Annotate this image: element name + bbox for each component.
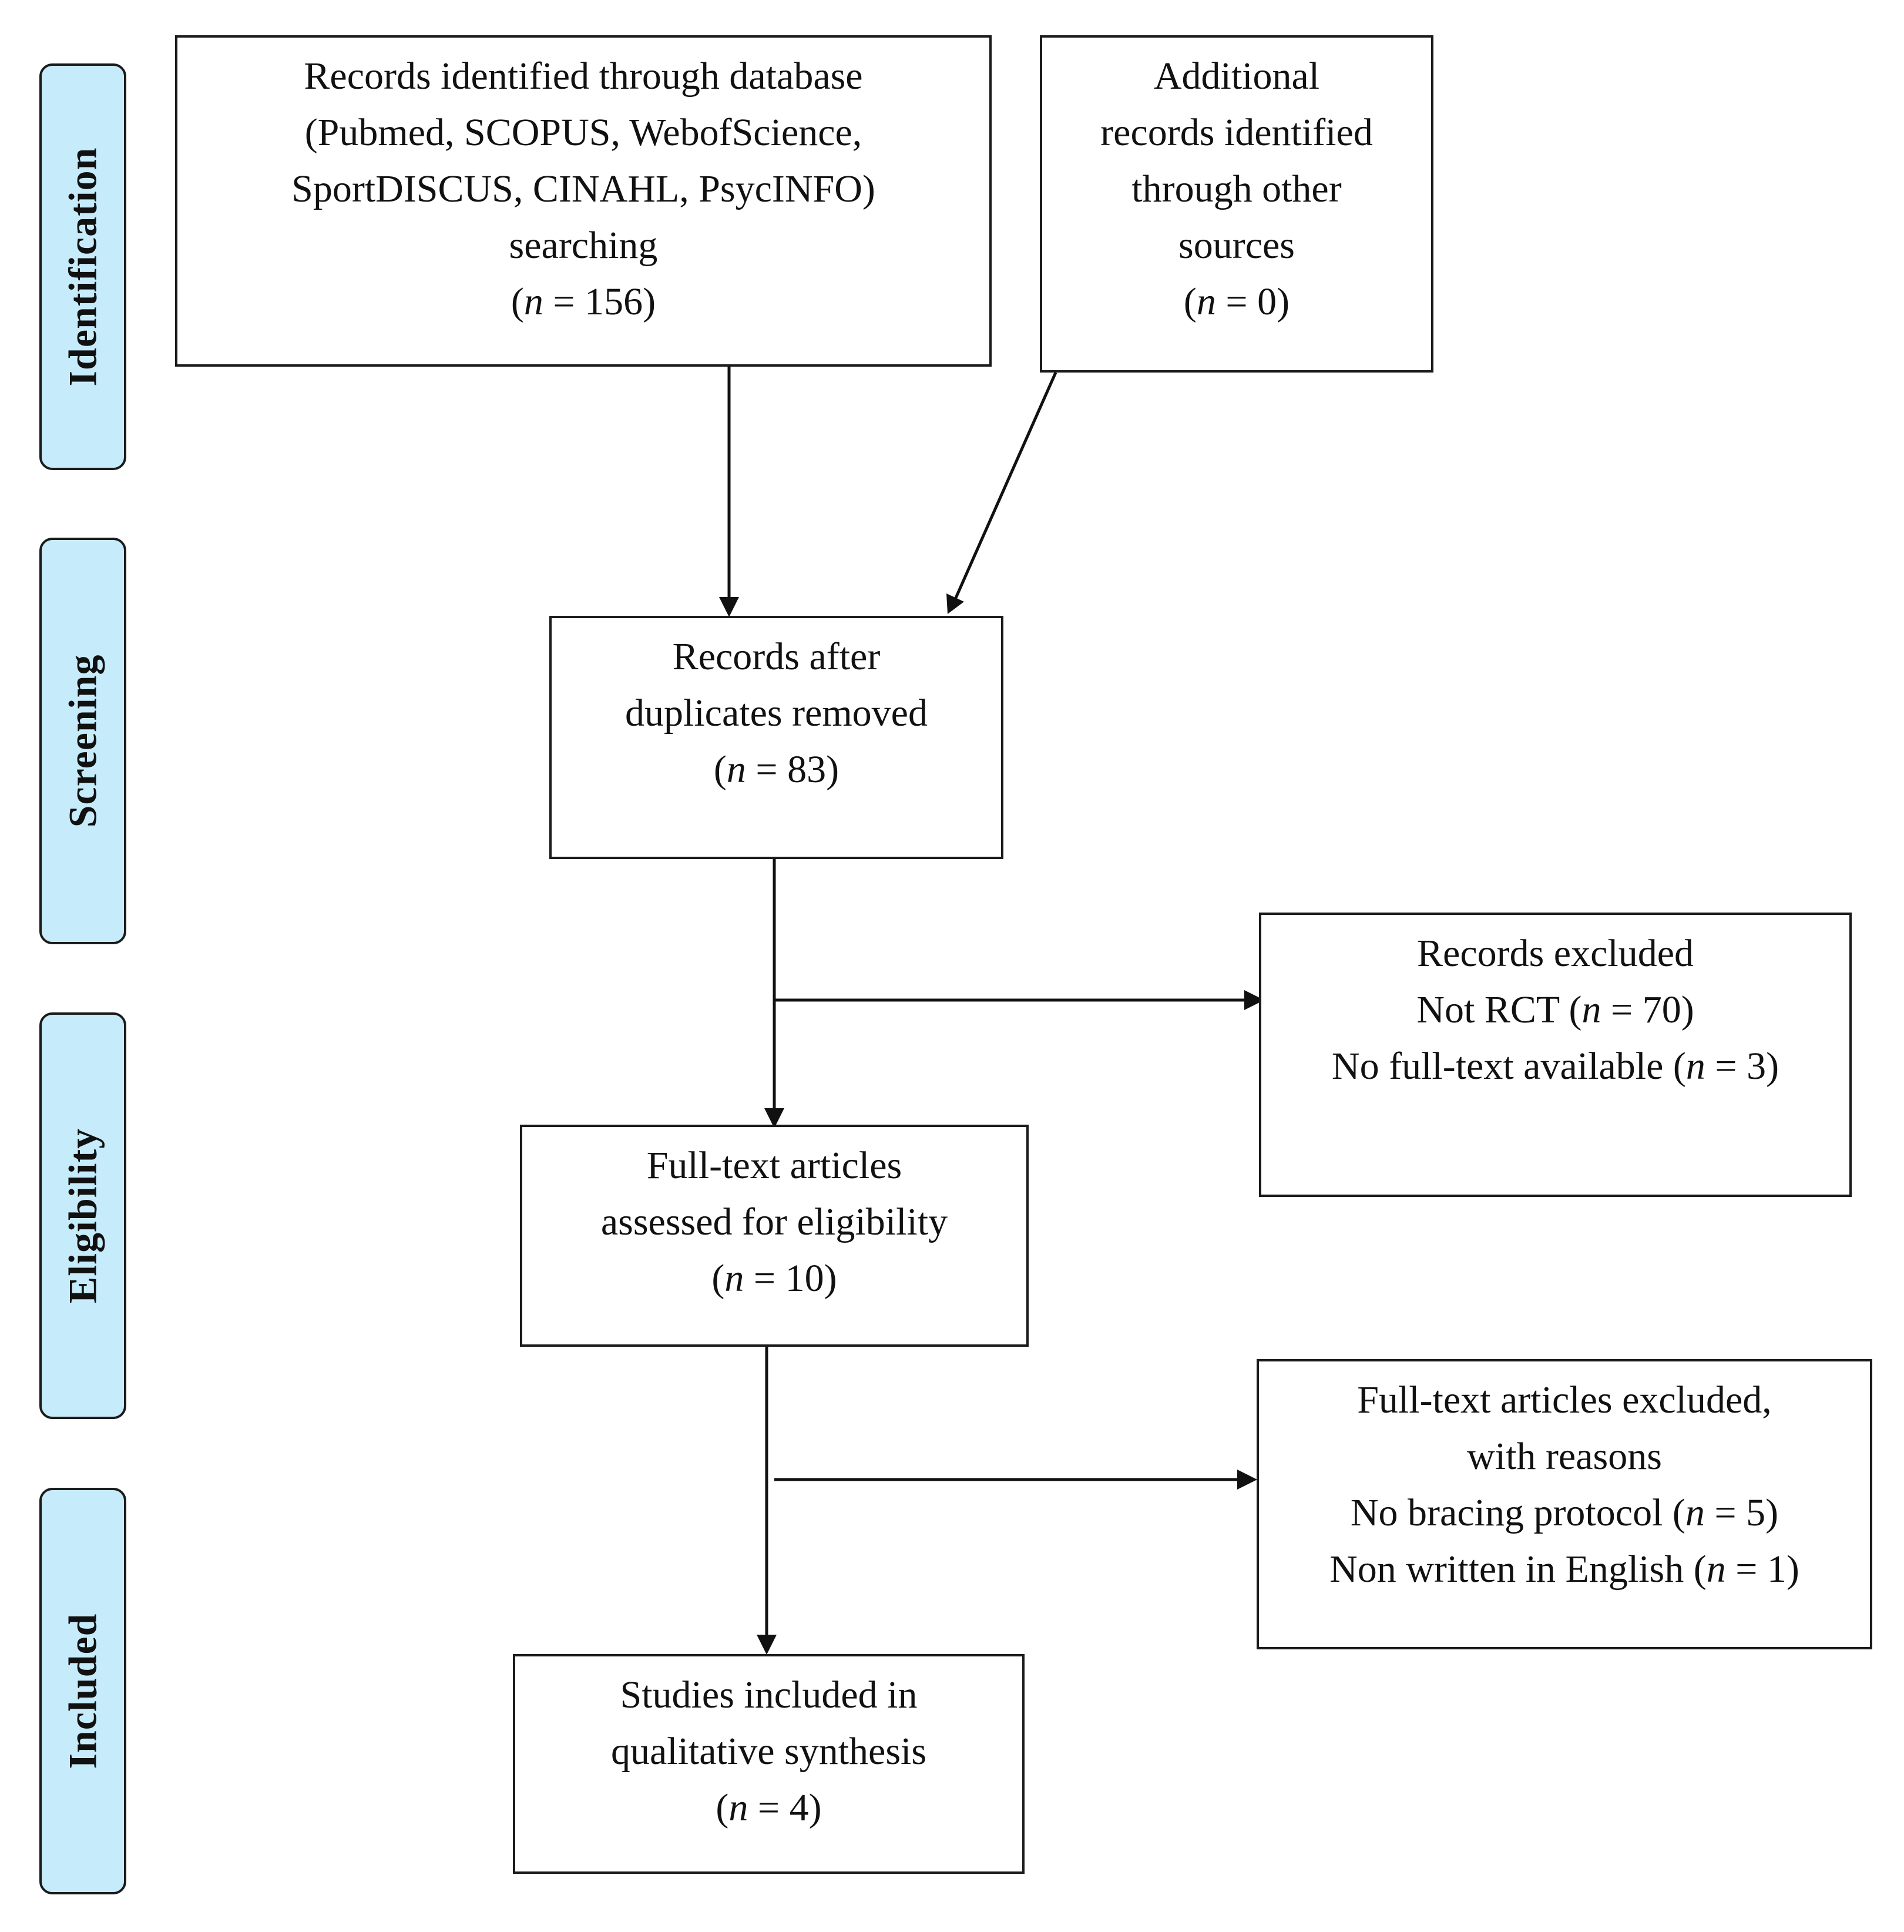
node-after-duplicates: Records after duplicates removed (n = 83…	[549, 616, 1003, 859]
arrow-other-to-duplicates	[953, 371, 1057, 602]
exclusion-reason: No full-text available (n = 3)	[1331, 1045, 1779, 1088]
node-text-line: Full-text articles	[646, 1144, 902, 1187]
node-records-excluded: Records excluded Not RCT (n = 70) No ful…	[1259, 913, 1852, 1197]
node-count: (n = 10)	[711, 1257, 837, 1300]
node-text-line: SportDISCUS, CINAHL, PsycINFO)	[291, 167, 875, 210]
node-text-line: assessed for eligibility	[600, 1200, 948, 1243]
arrowhead-other-to-duplicates	[946, 593, 964, 614]
node-text-line: through other	[1131, 167, 1342, 210]
phase-screening: Screening	[39, 538, 126, 944]
node-count: (n = 156)	[511, 280, 656, 323]
node-text-line: searching	[509, 224, 658, 267]
node-text-line: Records excluded	[1417, 932, 1694, 975]
node-text-line: sources	[1178, 224, 1295, 267]
node-text-line: records identified	[1100, 111, 1373, 154]
phase-identification-label: Identification	[60, 147, 105, 387]
node-count: (n = 4)	[716, 1786, 822, 1829]
exclusion-reason: Non written in English (n = 1)	[1329, 1548, 1799, 1591]
node-studies-included: Studies included in qualitative synthesi…	[513, 1654, 1025, 1874]
exclusion-reason: No bracing protocol (n = 5)	[1350, 1491, 1779, 1534]
arrowhead-database-to-duplicates	[719, 597, 739, 617]
phase-included: Included	[39, 1488, 126, 1894]
arrowhead-duplicates-to-assessed	[764, 1108, 784, 1128]
node-text-line: Studies included in	[620, 1673, 918, 1716]
arrowhead-assessed-to-included	[757, 1635, 777, 1655]
node-text-line: Records identified through database	[304, 55, 863, 98]
node-text-line: (Pubmed, SCOPUS, WebofScience,	[304, 111, 862, 154]
phase-eligibility-label: Eligibility	[60, 1128, 105, 1304]
node-text-line: with reasons	[1467, 1435, 1662, 1478]
exclusion-reason: Not RCT (n = 70)	[1416, 988, 1694, 1031]
node-text-line: qualitative synthesis	[610, 1730, 927, 1773]
phase-eligibility: Eligibility	[39, 1012, 126, 1419]
node-count: (n = 0)	[1183, 280, 1290, 323]
phase-identification: Identification	[39, 63, 126, 470]
node-text-line: Additional	[1153, 55, 1320, 98]
node-full-text-excluded: Full-text articles excluded, with reason…	[1257, 1359, 1872, 1649]
node-count: (n = 83)	[713, 748, 839, 791]
node-text-line: Records after	[672, 635, 881, 678]
node-text-line: Full-text articles excluded,	[1357, 1378, 1772, 1421]
node-other-sources: Additional records identified through ot…	[1040, 35, 1433, 373]
phase-screening-label: Screening	[60, 654, 105, 828]
arrowhead-to-full-text-excluded	[1237, 1470, 1257, 1490]
arrowhead-to-records-excluded	[1244, 990, 1264, 1010]
node-text-line: duplicates removed	[625, 692, 928, 734]
node-database-records: Records identified through database (Pub…	[175, 35, 992, 367]
node-full-text-assessed: Full-text articles assessed for eligibil…	[520, 1125, 1029, 1347]
phase-included-label: Included	[60, 1613, 105, 1769]
